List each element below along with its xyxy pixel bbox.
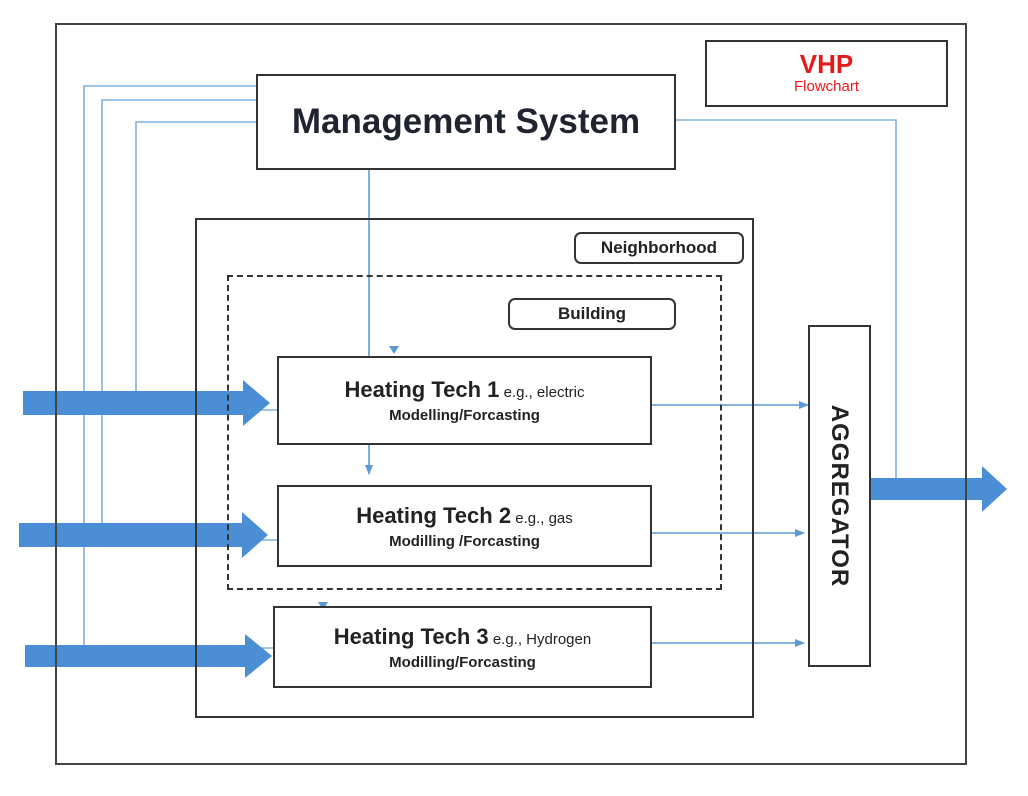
- heating-tech-2-example: e.g., gas: [515, 509, 573, 527]
- vhp-title: VHP: [799, 49, 854, 79]
- neighborhood-boundary: [195, 218, 754, 718]
- input-arrows: [19, 380, 272, 678]
- neighborhood-label: Neighborhood: [574, 232, 744, 264]
- heating-tech-3-box: Heating Tech 3 e.g., Hydrogen Modilling/…: [273, 606, 652, 688]
- input-arrow-tech1: [23, 380, 270, 426]
- building-boundary: [227, 275, 722, 590]
- heating-tech-3-subtitle: Modilling/Forcasting: [389, 653, 536, 671]
- heating-tech-3-example: e.g., Hydrogen: [492, 630, 592, 648]
- tech-to-aggregator-arrows: [652, 401, 809, 647]
- input-arrow-tech2: [19, 512, 268, 558]
- vhp-legend-box: VHP Flowchart: [705, 40, 948, 107]
- management-system-label: Management System: [291, 102, 641, 141]
- aggregator-output-arrow: [871, 466, 1007, 512]
- building-label: Building: [508, 298, 676, 330]
- heating-tech-3-name: Heating Tech 3: [333, 623, 489, 649]
- heating-tech-1-name: Heating Tech 1: [344, 377, 500, 402]
- heating-tech-2-subtitle: Modilling /Forcasting: [389, 532, 540, 550]
- vhp-system-boundary: [55, 23, 967, 765]
- aggregator-box: AGGREGATOR: [808, 325, 871, 667]
- heating-tech-2-box: Heating Tech 2 e.g., gas Modilling /Forc…: [277, 485, 652, 567]
- heating-tech-1-subtitle: Modelling/Forcasting: [389, 407, 540, 424]
- heating-tech-1-box: Heating Tech 1 e.g., electric Modelling/…: [277, 356, 652, 445]
- arrowhead-tech1-top: [389, 346, 399, 354]
- input-arrow-tech3: [25, 634, 272, 678]
- vhp-subtitle: Flowchart: [793, 78, 860, 95]
- aggregator-label: AGGREGATOR: [826, 404, 854, 588]
- management-to-aggregator-line: [676, 119, 897, 480]
- management-system-box: Management System: [256, 74, 676, 170]
- heating-tech-1-example: e.g., electric: [503, 384, 585, 401]
- heating-tech-2-name: Heating Tech 2: [356, 502, 512, 528]
